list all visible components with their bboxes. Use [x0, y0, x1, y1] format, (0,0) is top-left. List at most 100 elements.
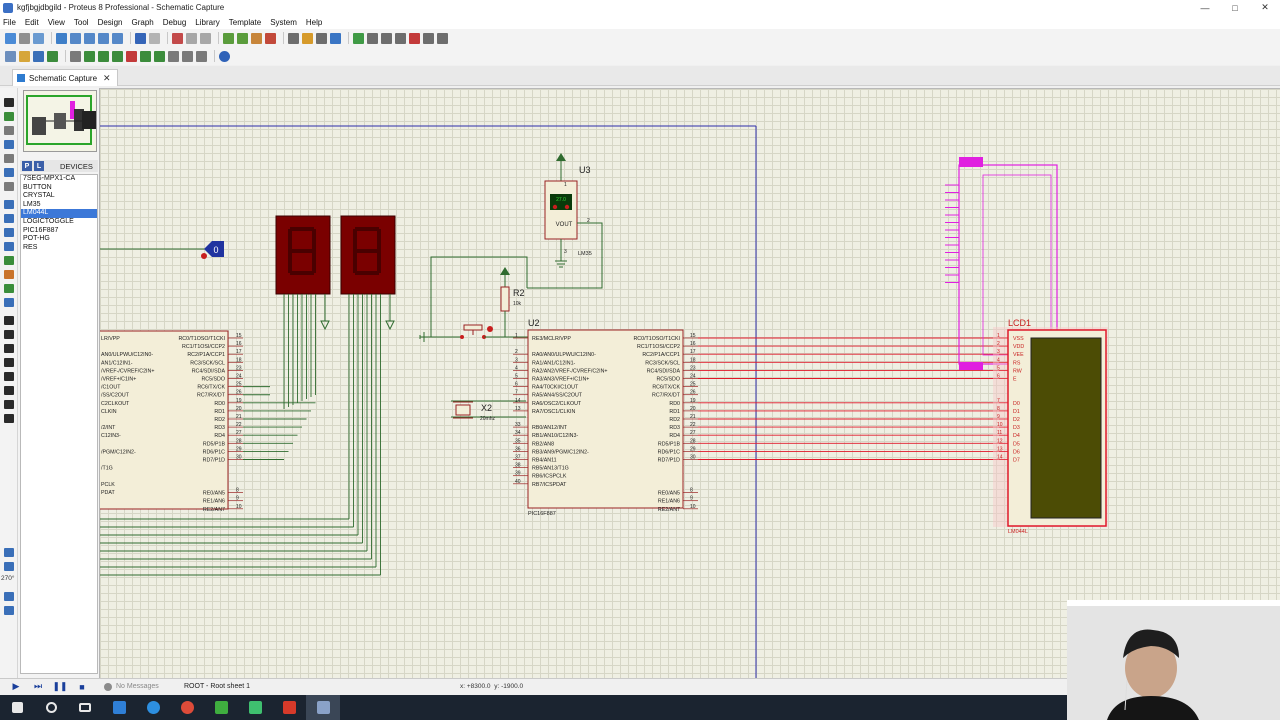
marker-icon[interactable]	[4, 414, 14, 423]
text-script-icon[interactable]	[4, 154, 14, 163]
task-view-icon[interactable]	[68, 695, 102, 720]
tab-close-icon[interactable]: ✕	[103, 72, 111, 83]
gerber-viewer-icon[interactable]	[126, 50, 137, 62]
device-item[interactable]: 7SEG-MPX1-CA	[23, 175, 76, 182]
proteus-taskbar-icon[interactable]	[306, 695, 340, 720]
box-icon[interactable]	[4, 330, 14, 339]
package-tool-icon[interactable]	[316, 32, 327, 44]
origin-icon[interactable]	[33, 32, 44, 44]
buses-icon[interactable]	[4, 168, 14, 177]
graph-icon[interactable]	[4, 228, 14, 237]
menu-tool[interactable]: Tool	[73, 17, 89, 27]
pick-devices-button[interactable]: P	[22, 161, 32, 171]
seven-segment-display-2[interactable]	[340, 215, 396, 295]
wire-label-icon[interactable]	[4, 140, 14, 149]
3d-viewer-icon[interactable]	[112, 50, 123, 62]
block-move-icon[interactable]	[237, 32, 248, 44]
stop-button[interactable]: ■	[79, 681, 85, 692]
u2-microcontroller[interactable]: U2 PIC16F887 RE3/MCLR/VPP1RA0/AN0/ULPWU/…	[513, 318, 698, 517]
undo-icon[interactable]	[135, 32, 146, 44]
current-probe-icon[interactable]	[4, 284, 14, 293]
block-copy-icon[interactable]	[223, 32, 234, 44]
pan-icon[interactable]	[56, 32, 67, 44]
menu-design[interactable]: Design	[97, 17, 123, 27]
device-item[interactable]: RES	[23, 243, 38, 251]
selection-mode-icon[interactable]	[4, 98, 14, 107]
virtual-instruments-icon[interactable]	[4, 298, 14, 307]
block-rotate-icon[interactable]	[251, 32, 262, 44]
text-icon[interactable]	[4, 386, 14, 395]
menu-debug[interactable]: Debug	[162, 17, 187, 27]
red-app-icon[interactable]	[272, 695, 306, 720]
u1-microcontroller[interactable]: LR/VPPAN0/ULPWU/C12IN0-AN1/C12IN1-/VREF-…	[100, 330, 229, 513]
bill-of-materials-icon[interactable]	[437, 32, 448, 44]
notes-icon[interactable]	[196, 50, 207, 62]
x2-crystal[interactable]: X2 20mhz	[451, 400, 526, 422]
device-item[interactable]: PIC16F887	[23, 226, 59, 234]
rotate-ccw-icon[interactable]	[4, 562, 14, 571]
device-item[interactable]: POT-HG	[23, 235, 50, 243]
device-item[interactable]: LOGICTOGGLE	[23, 217, 74, 225]
remove-sheet-icon[interactable]	[409, 32, 420, 44]
store-icon[interactable]	[102, 695, 136, 720]
zoom-area-icon[interactable]	[112, 32, 123, 44]
new-project-icon[interactable]	[5, 50, 16, 62]
component-mode-icon[interactable]	[4, 112, 14, 121]
cut-icon[interactable]	[172, 32, 183, 44]
pause-button[interactable]: ❚❚	[52, 681, 68, 691]
decompose-icon[interactable]	[330, 32, 341, 44]
device-item[interactable]: BUTTON	[23, 183, 52, 191]
symbol-icon[interactable]	[4, 400, 14, 409]
r2-resistor[interactable]: R2 10k	[500, 267, 525, 337]
visual-designer-icon[interactable]	[182, 50, 193, 62]
reset-button[interactable]	[419, 324, 528, 342]
paste-icon[interactable]	[200, 32, 211, 44]
schematic-icon[interactable]	[84, 50, 95, 62]
mirror-x-icon[interactable]	[4, 592, 14, 601]
chrome-icon[interactable]	[170, 695, 204, 720]
subcircuit-icon[interactable]	[4, 182, 14, 191]
zoom-out-icon[interactable]	[84, 32, 95, 44]
open-project-icon[interactable]	[19, 50, 30, 62]
circle-icon[interactable]	[4, 344, 14, 353]
tape-recorder-icon[interactable]	[4, 242, 14, 251]
help-icon[interactable]	[219, 50, 230, 62]
lcd1-display[interactable]: LCD1 LM044L VSS1VDD2VEE3RS4RW5E6D07D18D2…	[993, 318, 1108, 535]
make-device-icon[interactable]	[302, 32, 313, 44]
pick-device-icon[interactable]	[288, 32, 299, 44]
menu-edit[interactable]: Edit	[24, 17, 39, 27]
device-item[interactable]: LM35	[23, 200, 41, 208]
grid-icon[interactable]	[19, 32, 30, 44]
overview-window[interactable]	[23, 90, 97, 152]
generator-icon[interactable]	[4, 256, 14, 265]
play-button[interactable]: ▶	[12, 681, 20, 691]
menu-view[interactable]: View	[47, 17, 65, 27]
device-pins-icon[interactable]	[4, 214, 14, 223]
block-delete-icon[interactable]	[265, 32, 276, 44]
menu-graph[interactable]: Graph	[131, 17, 154, 27]
menu-library[interactable]: Library	[195, 17, 220, 27]
camtasia-icon[interactable]	[238, 695, 272, 720]
path-icon[interactable]	[4, 372, 14, 381]
new-sheet-icon[interactable]	[395, 32, 406, 44]
home-page-icon[interactable]	[70, 50, 81, 62]
bom-icon[interactable]	[154, 50, 165, 62]
exit-parent-icon[interactable]	[423, 32, 434, 44]
logic-toggle[interactable]: 0	[201, 241, 224, 259]
step-button[interactable]: ⏭	[33, 681, 43, 691]
redo-icon[interactable]	[149, 32, 160, 44]
search-icon[interactable]	[34, 695, 68, 720]
source-code-icon[interactable]	[168, 50, 179, 62]
mirror-y-icon[interactable]	[4, 606, 14, 615]
pcb-layout-icon[interactable]	[98, 50, 109, 62]
menu-help[interactable]: Help	[305, 17, 323, 27]
new-icon[interactable]	[5, 32, 16, 44]
save-project-icon[interactable]	[33, 50, 44, 62]
property-assign-icon[interactable]	[381, 32, 392, 44]
device-item[interactable]: LM044L	[21, 209, 97, 218]
zoom-in-icon[interactable]	[70, 32, 81, 44]
wire-autorouter-icon[interactable]	[353, 32, 364, 44]
design-explorer-icon[interactable]	[140, 50, 151, 62]
library-manager-button[interactable]: L	[34, 161, 44, 171]
